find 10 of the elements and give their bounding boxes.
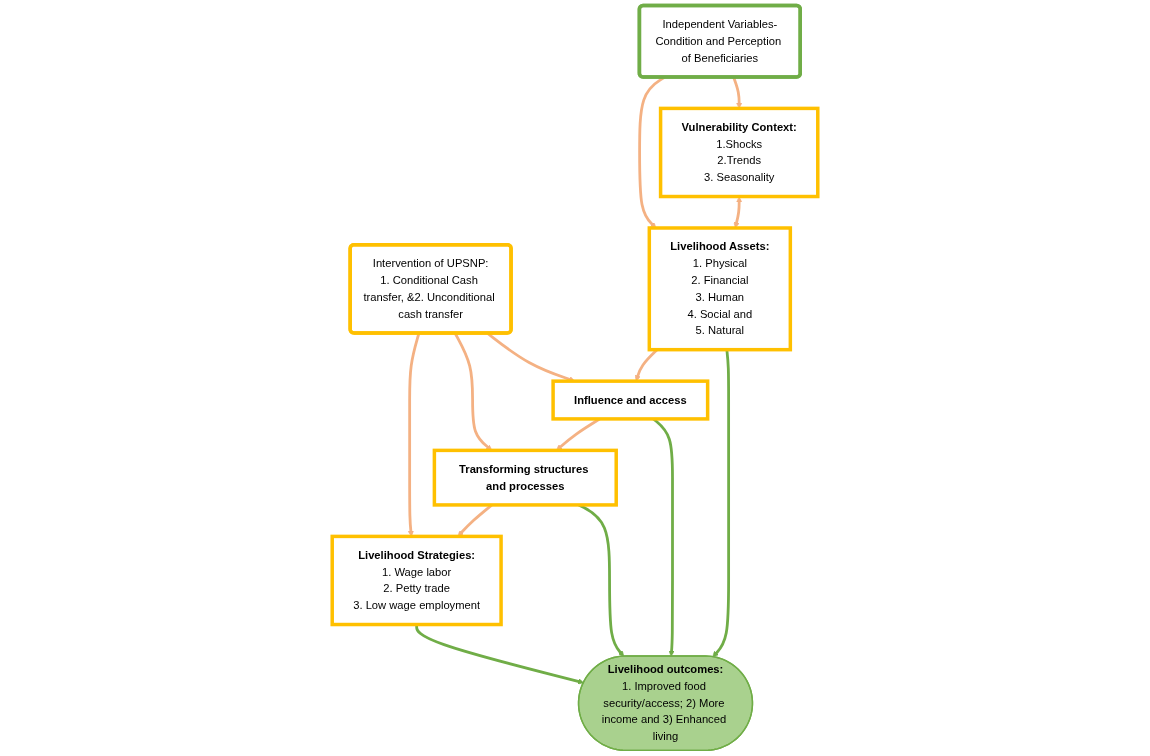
arrow (453, 332, 493, 451)
node-box: Livelihood Assets: 1. Physical 2. Financial 3. Human 4. Social and 5. Natural (647, 226, 793, 352)
arrow (407, 332, 421, 537)
node-box: Livelihood Strategies: 1. Wage labor 2. Petty trade 3. Low wage employment (330, 534, 503, 627)
arrow (732, 76, 743, 109)
node-box: Vulnerability Context: 1.Shocks 2.Trends 3. Seasonality (658, 106, 820, 199)
node-box: Transforming structures and processes (432, 448, 618, 507)
node-box: Influence and access (551, 379, 710, 421)
arrow (415, 624, 584, 685)
arrow (712, 349, 730, 658)
